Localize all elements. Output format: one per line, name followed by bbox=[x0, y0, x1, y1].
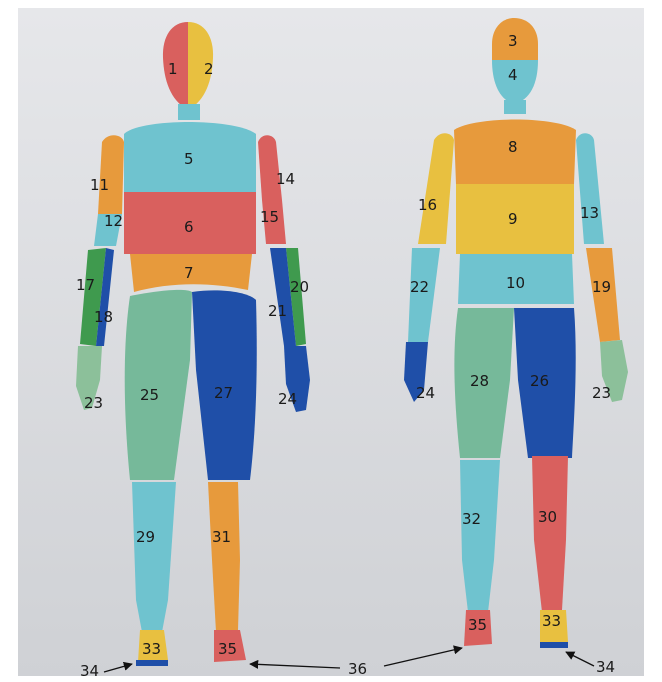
label-24b: 24 bbox=[416, 384, 435, 402]
label-32: 32 bbox=[462, 510, 481, 528]
label-35b: 35 bbox=[468, 616, 487, 634]
label-26: 26 bbox=[530, 372, 549, 390]
label-13: 13 bbox=[580, 204, 599, 222]
label-17: 17 bbox=[76, 276, 95, 294]
label-24: 24 bbox=[278, 390, 297, 408]
label-30: 30 bbox=[538, 508, 557, 526]
label-2: 2 bbox=[204, 60, 214, 78]
label-34: 34 bbox=[80, 662, 99, 680]
label-5: 5 bbox=[184, 150, 194, 168]
label-4: 4 bbox=[508, 66, 518, 84]
label-9: 9 bbox=[508, 210, 518, 228]
label-28: 28 bbox=[470, 372, 489, 390]
label-10: 10 bbox=[506, 274, 525, 292]
label-14: 14 bbox=[276, 170, 295, 188]
neck-back bbox=[504, 100, 526, 114]
label-15: 15 bbox=[260, 208, 279, 226]
label-23: 23 bbox=[84, 394, 103, 412]
label-29: 29 bbox=[136, 528, 155, 546]
label-33: 33 bbox=[142, 640, 161, 658]
neck-front bbox=[178, 104, 200, 120]
label-33b: 33 bbox=[542, 612, 561, 630]
label-11: 11 bbox=[90, 176, 109, 194]
label-36: 36 bbox=[348, 660, 367, 678]
label-21: 21 bbox=[268, 302, 287, 320]
label-34b: 34 bbox=[596, 658, 615, 676]
label-1: 1 bbox=[168, 60, 178, 78]
label-19: 19 bbox=[592, 278, 611, 296]
label-7: 7 bbox=[184, 264, 194, 282]
label-3: 3 bbox=[508, 32, 518, 50]
label-18: 18 bbox=[94, 308, 113, 326]
label-12: 12 bbox=[104, 212, 123, 230]
label-16: 16 bbox=[418, 196, 437, 214]
label-6: 6 bbox=[184, 218, 194, 236]
label-23b: 23 bbox=[592, 384, 611, 402]
label-35: 35 bbox=[218, 640, 237, 658]
label-25: 25 bbox=[140, 386, 159, 404]
segment-11-upper-arm bbox=[98, 135, 124, 214]
label-20: 20 bbox=[290, 278, 309, 296]
segment-34b-sole bbox=[540, 642, 568, 648]
segment-34-sole bbox=[136, 660, 168, 666]
label-31: 31 bbox=[212, 528, 231, 546]
label-22: 22 bbox=[410, 278, 429, 296]
label-27: 27 bbox=[214, 384, 233, 402]
label-8: 8 bbox=[508, 138, 518, 156]
